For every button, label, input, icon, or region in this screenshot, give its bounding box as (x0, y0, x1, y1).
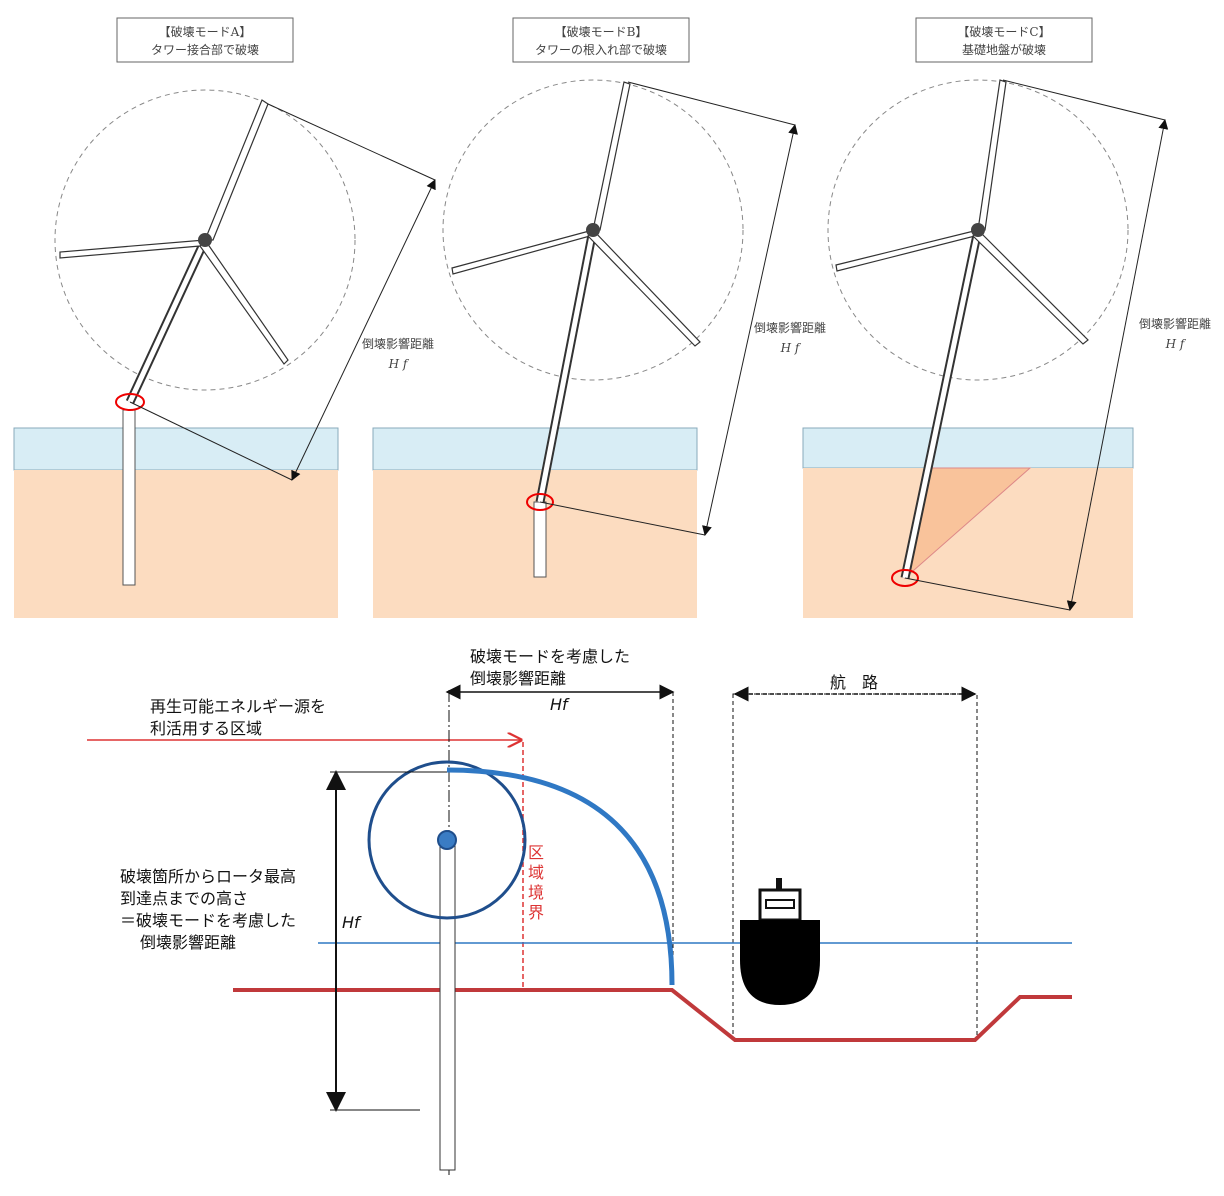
height-label-2: 到達点までの高さ (120, 889, 248, 908)
hub (586, 223, 600, 237)
height-label-3: ＝破壊モードを考慮した (120, 911, 296, 930)
mode-b-title: 【破壊モードB】 (555, 24, 648, 39)
svg-text:界: 界 (528, 903, 544, 922)
blade (972, 229, 1089, 345)
hf-symbol: H f (780, 341, 802, 355)
mode-a-subtitle: タワー接合部で破壊 (151, 42, 259, 57)
mode-c-subtitle: 基礎地盤が破壊 (962, 42, 1046, 57)
hf-top: Hf (550, 695, 570, 714)
height-label-4: 倒壊影響距離 (140, 933, 236, 952)
mode-b-box (512, 17, 690, 63)
blade (977, 79, 1007, 231)
seabed-line (233, 988, 1072, 1042)
collapse-arc (446, 767, 675, 986)
mode-a-title: 【破壊モードA】 (159, 24, 252, 39)
seabed-layer (14, 470, 338, 618)
failure-point (115, 393, 145, 411)
hub (437, 830, 457, 850)
hf-arrow (702, 124, 798, 536)
blade (451, 229, 595, 275)
channel-box (732, 693, 978, 1041)
water-layer (802, 427, 1134, 469)
ship-icon (740, 878, 820, 1005)
mode-c-box (915, 17, 1093, 63)
boundary-label: 区 域 境 界 (528, 843, 544, 922)
hf-label: 倒壊影響距離 (362, 336, 434, 351)
rotor-circle (367, 760, 527, 920)
hf-symbol: H f (388, 357, 410, 371)
blade (59, 239, 207, 259)
panel-mode-c: 【破壊モードC】 基礎地盤が破壊 倒壊影響距離 H f (802, 17, 1211, 618)
zone-label-2: 利活用する区域 (150, 719, 262, 738)
blade (204, 99, 269, 241)
blade (587, 229, 701, 347)
dist-label-1: 破壊モードを考慮した (470, 647, 630, 666)
hf-left: Hf (342, 913, 362, 932)
failure-point (891, 569, 919, 587)
hf-arrow (291, 179, 436, 481)
height-label-1: 破壊箇所からロータ最高 (120, 867, 296, 886)
blade (592, 81, 631, 231)
svg-text:区: 区 (528, 843, 544, 862)
hf-arrow (1066, 119, 1169, 611)
panel-mode-a: 【破壊モードA】 タワー接合部で破壊 倒壊影響距離 H f (13, 17, 436, 618)
hf-label: 倒壊影響距離 (754, 320, 826, 335)
hub (198, 233, 212, 247)
blade (199, 239, 289, 365)
blade (835, 229, 980, 272)
pile (439, 839, 456, 1171)
schematic: 再生可能エネルギー源を 利活用する区域 破壊モードを考慮した 倒壊影響距離 Hf… (87, 647, 1072, 1175)
hf-label: 倒壊影響距離 (1139, 316, 1211, 331)
svg-text:境: 境 (528, 883, 544, 902)
panel-mode-b: 【破壊モードB】 タワーの根入れ部で破壊 倒壊影響距離 H f (372, 17, 826, 618)
water-layer (13, 427, 339, 471)
svg-text:域: 域 (528, 863, 544, 882)
hub (971, 223, 985, 237)
mode-c-title: 【破壊モードC】 (957, 24, 1050, 39)
water-layer (372, 427, 698, 471)
zone-label-1: 再生可能エネルギー源を (150, 697, 326, 716)
pile (533, 501, 547, 578)
channel-label: 航 路 (830, 673, 878, 692)
mode-b-subtitle: タワーの根入れ部で破壊 (535, 42, 667, 57)
mode-a-box (116, 17, 294, 63)
dist-label-2: 倒壊影響距離 (470, 669, 566, 688)
pile (122, 409, 136, 586)
hf-symbol: H f (1165, 337, 1187, 351)
failure-point (526, 493, 554, 511)
